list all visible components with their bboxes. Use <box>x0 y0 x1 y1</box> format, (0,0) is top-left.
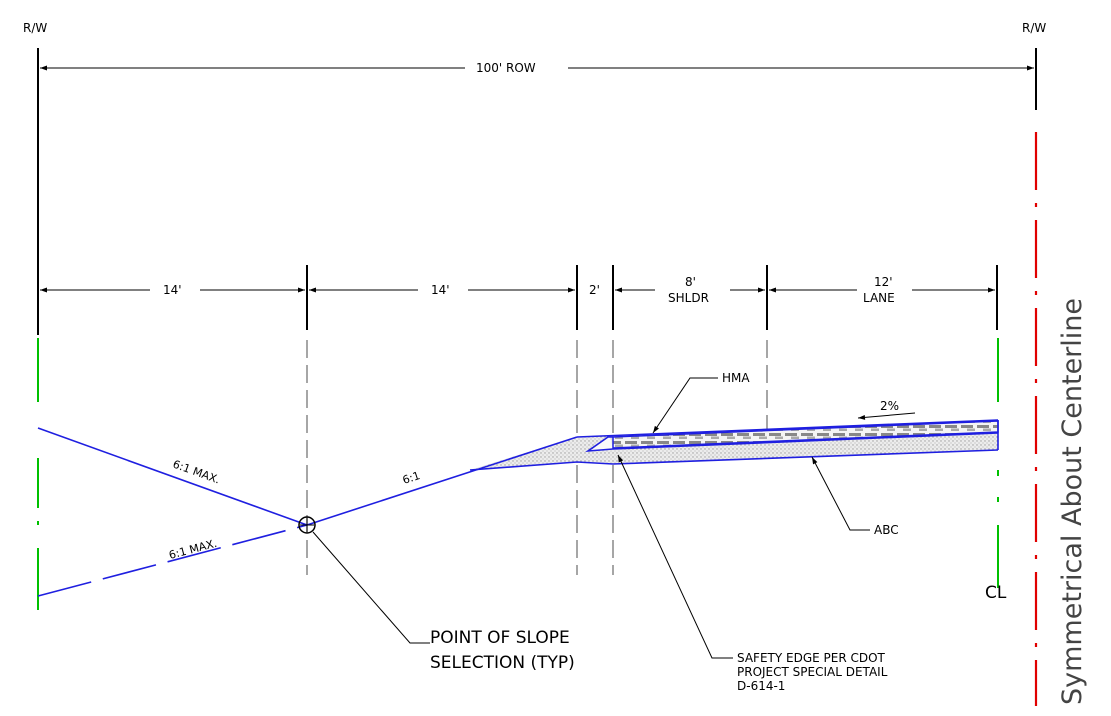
point-of-slope-leader <box>312 531 430 644</box>
safety-edge-label-3: D-614-1 <box>737 679 785 693</box>
safety-edge-fill <box>590 436 613 451</box>
lane-label: LANE <box>863 291 895 305</box>
subgrade-line <box>469 449 999 471</box>
point-of-slope-label-2: SELECTION (TYP) <box>430 653 575 673</box>
slope-2pct-label: 2% <box>880 399 899 413</box>
slope-6-1-max-bottom <box>37 524 308 597</box>
dim-8-label: 8' <box>685 275 696 289</box>
slope-2pct-arrow <box>857 412 916 420</box>
pavement-top-line <box>576 419 999 438</box>
safety-edge-leader <box>617 454 733 659</box>
row-dim-label: 100' ROW <box>476 61 536 75</box>
safety-edge-label-2: PROJECT SPECIAL DETAIL <box>737 665 888 679</box>
slope-6-1-label: 6:1 <box>401 469 422 487</box>
slope-6-1-max-top-label: 6:1 MAX. <box>171 458 222 487</box>
hma-label: HMA <box>722 371 750 385</box>
rw-right-label: R/W <box>1022 21 1046 35</box>
safety-edge-label-1: SAFETY EDGE PER CDOT <box>737 651 886 665</box>
centerline-label: CL <box>985 583 1007 603</box>
abc-label: ABC <box>874 523 899 537</box>
slope-6-1 <box>306 436 578 526</box>
dim-2-label: 2' <box>589 283 600 297</box>
point-of-slope-label-1: POINT OF SLOPE <box>430 628 570 648</box>
shldr-label: SHLDR <box>668 291 709 305</box>
slope-6-1-max-top <box>37 427 308 526</box>
point-of-slope-marker <box>298 516 316 534</box>
dim-12-label: 12' <box>874 275 893 289</box>
safety-edge-outline <box>585 432 999 453</box>
rw-left-label: R/W <box>23 21 47 35</box>
dim-14a-label: 14' <box>163 283 182 297</box>
slope-6-1-max-bottom-label: 6:1 MAX. <box>167 537 218 562</box>
abc-leader <box>811 456 870 531</box>
hma-leader <box>652 377 718 434</box>
symmetrical-about-centerline: Symmetrical About Centerline <box>1057 298 1088 705</box>
dim-14b-label: 14' <box>431 283 450 297</box>
